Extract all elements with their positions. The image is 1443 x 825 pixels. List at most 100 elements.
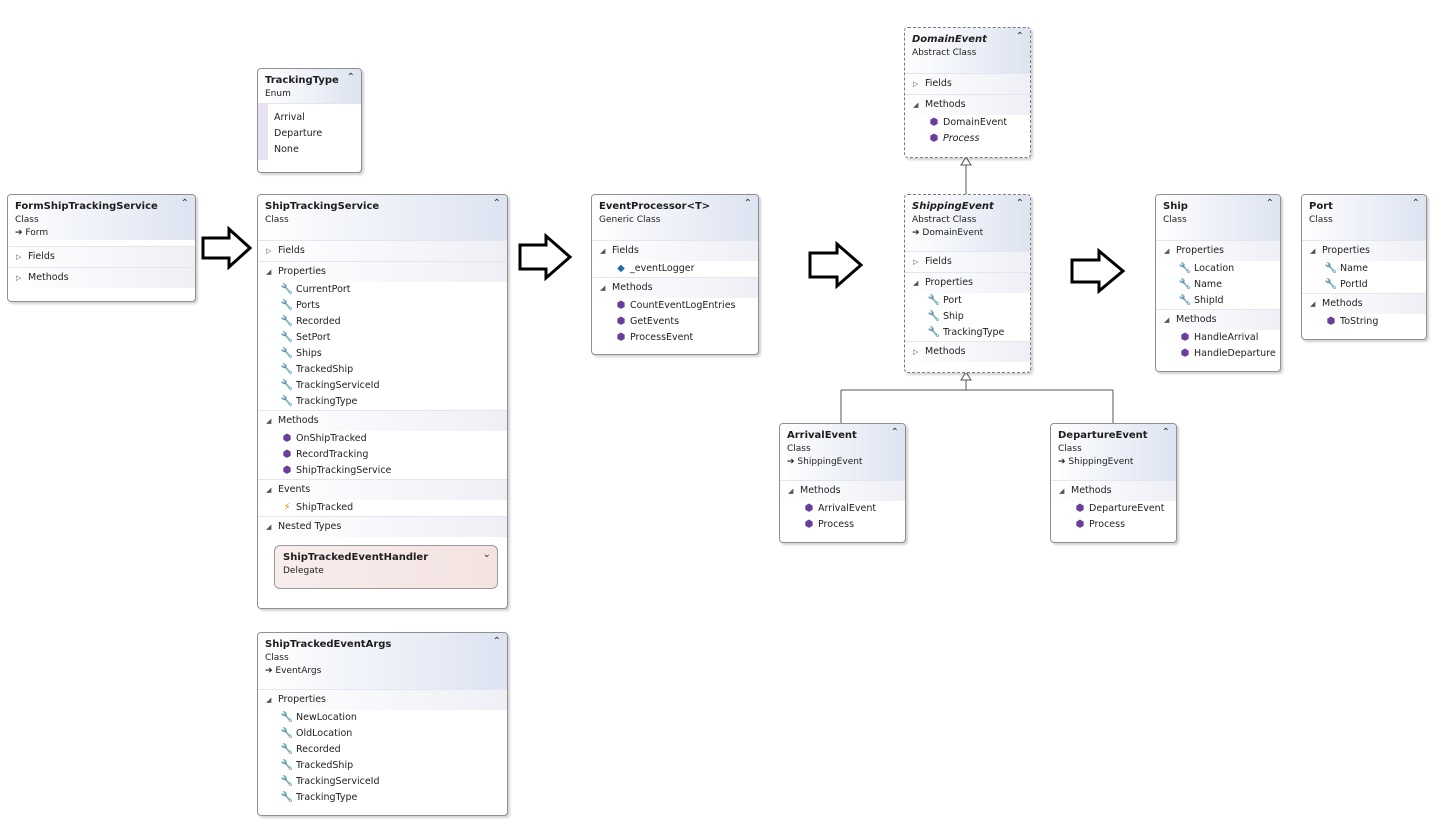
domain-event-header[interactable]: DomainEvent Abstract Class ⌃ [905,28,1030,73]
property-item[interactable]: 🔧SetPort [258,330,507,346]
domain-event-abstract-class[interactable]: DomainEvent Abstract Class ⌃ ▷Fields ◢Me… [904,27,1031,158]
method-item[interactable]: ⬢ToString [1302,314,1426,330]
property-item[interactable]: 🔧TrackingType [258,790,507,806]
section-methods[interactable]: ◢Methods [905,94,1030,115]
collapse-triangle-icon[interactable]: ◢ [266,486,272,494]
property-item[interactable]: 🔧Port [905,293,1030,309]
chevron-double-up-icon[interactable]: ⌃ [890,427,899,438]
ship-tracking-service-class[interactable]: ShipTrackingService Class ⌃ ▷Fields ◢Pro… [257,194,508,609]
method-item[interactable]: ⬢GetEvents [592,314,758,330]
port-header[interactable]: Port Class ⌃ [1302,195,1426,240]
ship-header[interactable]: Ship Class ⌃ [1156,195,1280,240]
section-methods[interactable]: ▷Methods [905,341,1030,362]
section-methods[interactable]: ◢Methods [780,480,905,501]
collapse-triangle-icon[interactable]: ◢ [1059,487,1065,495]
ship-tracked-event-handler-delegate[interactable]: ShipTrackedEventHandler Delegate ⌄ [274,545,498,589]
collapse-triangle-icon[interactable]: ◢ [266,417,272,425]
property-item[interactable]: 🔧CurrentPort [258,282,507,298]
property-item[interactable]: 🔧Ships [258,346,507,362]
shipping-event-abstract-class[interactable]: ShippingEvent Abstract Class ➔ DomainEve… [904,194,1031,373]
section-fields[interactable]: ▷Fields [905,251,1030,272]
method-item[interactable]: ⬢ProcessEvent [592,330,758,346]
section-properties[interactable]: ◢Properties [905,272,1030,293]
section-methods[interactable]: ◢Methods [258,410,507,431]
chevron-double-up-icon[interactable]: ⌃ [346,72,355,83]
property-item[interactable]: 🔧TrackingType [905,325,1030,341]
expand-triangle-icon[interactable]: ▷ [16,253,22,261]
collapse-triangle-icon[interactable]: ◢ [1164,247,1170,255]
chevron-double-down-icon[interactable]: ⌄ [482,549,491,560]
departure-event-class[interactable]: DepartureEvent Class ➔ ShippingEvent ⌃ ◢… [1050,423,1177,543]
method-item[interactable]: ⬢DepartureEvent [1051,501,1176,517]
expand-triangle-icon[interactable]: ▷ [913,258,919,266]
section-methods[interactable]: ◢Methods [592,277,758,298]
form-ship-tracking-service-class[interactable]: FormShipTrackingService Class ➔ Form ⌃ ▷… [7,194,196,302]
chevron-double-up-icon[interactable]: ⌃ [1265,198,1274,209]
section-fields[interactable]: ◢Fields [592,240,758,261]
property-item[interactable]: 🔧TrackedShip [258,758,507,774]
method-item[interactable]: ⬢Process [1051,517,1176,533]
property-item[interactable]: 🔧Name [1302,261,1426,277]
arrival-event-class[interactable]: ArrivalEvent Class ➔ ShippingEvent ⌃ ◢Me… [779,423,906,543]
ship-tracked-event-args-class[interactable]: ShipTrackedEventArgs Class ➔ EventArgs ⌃… [257,632,508,816]
collapse-triangle-icon[interactable]: ◢ [266,523,272,531]
collapse-triangle-icon[interactable]: ◢ [600,247,606,255]
departure-event-header[interactable]: DepartureEvent Class ➔ ShippingEvent ⌃ [1051,424,1176,480]
method-item[interactable]: ⬢CountEventLogEntries [592,298,758,314]
property-item[interactable]: 🔧Ship [905,309,1030,325]
property-item[interactable]: 🔧Location [1156,261,1280,277]
method-item[interactable]: ⬢Process [780,517,905,533]
property-item[interactable]: 🔧TrackingType [258,394,507,410]
collapse-triangle-icon[interactable]: ◢ [1164,316,1170,324]
section-properties[interactable]: ◢Properties [1156,240,1280,261]
event-processor-header[interactable]: EventProcessor<T> Generic Class ⌃ [592,195,758,240]
ship-tracked-args-header[interactable]: ShipTrackedEventArgs Class ➔ EventArgs ⌃ [258,633,507,689]
section-fields[interactable]: ▷Fields [8,246,195,267]
collapse-triangle-icon[interactable]: ◢ [913,279,919,287]
section-methods[interactable]: ▷Methods [8,267,195,288]
method-item[interactable]: ⬢ShipTrackingService [258,463,507,479]
ship-class[interactable]: Ship Class ⌃ ◢Properties 🔧Location 🔧Name… [1155,194,1281,372]
chevron-double-up-icon[interactable]: ⌃ [1411,198,1420,209]
method-item[interactable]: ⬢HandleArrival [1156,330,1280,346]
chevron-double-up-icon[interactable]: ⌃ [1015,198,1024,209]
section-properties[interactable]: ◢Properties [258,261,507,282]
section-nested-types[interactable]: ◢Nested Types [258,516,507,537]
tracking-type-header[interactable]: TrackingType Enum ⌃ [258,69,361,103]
section-fields[interactable]: ▷Fields [905,73,1030,94]
chevron-double-up-icon[interactable]: ⌃ [492,198,501,209]
section-properties[interactable]: ◢Properties [258,689,507,710]
property-item[interactable]: 🔧Recorded [258,742,507,758]
section-methods[interactable]: ◢Methods [1156,309,1280,330]
method-item[interactable]: ⬢HandleDeparture [1156,346,1280,362]
field-item[interactable]: ◆_eventLogger [592,261,758,277]
property-item[interactable]: 🔧OldLocation [258,726,507,742]
port-class[interactable]: Port Class ⌃ ◢Properties 🔧Name 🔧PortId ◢… [1301,194,1427,340]
expand-triangle-icon[interactable]: ▷ [16,274,22,282]
chevron-double-up-icon[interactable]: ⌃ [1161,427,1170,438]
chevron-double-up-icon[interactable]: ⌃ [1015,31,1024,42]
event-processor-class[interactable]: EventProcessor<T> Generic Class ⌃ ◢Field… [591,194,759,355]
expand-triangle-icon[interactable]: ▷ [913,348,919,356]
property-item[interactable]: 🔧ShipId [1156,293,1280,309]
property-item[interactable]: 🔧TrackingServiceId [258,378,507,394]
method-item[interactable]: ⬢ArrivalEvent [780,501,905,517]
collapse-triangle-icon[interactable]: ◢ [913,101,919,109]
arrival-event-header[interactable]: ArrivalEvent Class ➔ ShippingEvent ⌃ [780,424,905,480]
property-item[interactable]: 🔧Name [1156,277,1280,293]
collapse-triangle-icon[interactable]: ◢ [266,696,272,704]
ship-tracking-header[interactable]: ShipTrackingService Class ⌃ [258,195,507,240]
tracking-type-enum[interactable]: TrackingType Enum ⌃ Arrival Departure No… [257,68,362,173]
section-methods[interactable]: ◢Methods [1302,293,1426,314]
property-item[interactable]: 🔧TrackedShip [258,362,507,378]
section-methods[interactable]: ◢Methods [1051,480,1176,501]
collapse-triangle-icon[interactable]: ◢ [266,268,272,276]
collapse-triangle-icon[interactable]: ◢ [1310,247,1316,255]
section-properties[interactable]: ◢Properties [1302,240,1426,261]
property-item[interactable]: 🔧TrackingServiceId [258,774,507,790]
property-item[interactable]: 🔧Ports [258,298,507,314]
section-events[interactable]: ◢Events [258,479,507,500]
method-item[interactable]: ⬢RecordTracking [258,447,507,463]
chevron-double-up-icon[interactable]: ⌃ [743,198,752,209]
expand-triangle-icon[interactable]: ▷ [266,247,272,255]
